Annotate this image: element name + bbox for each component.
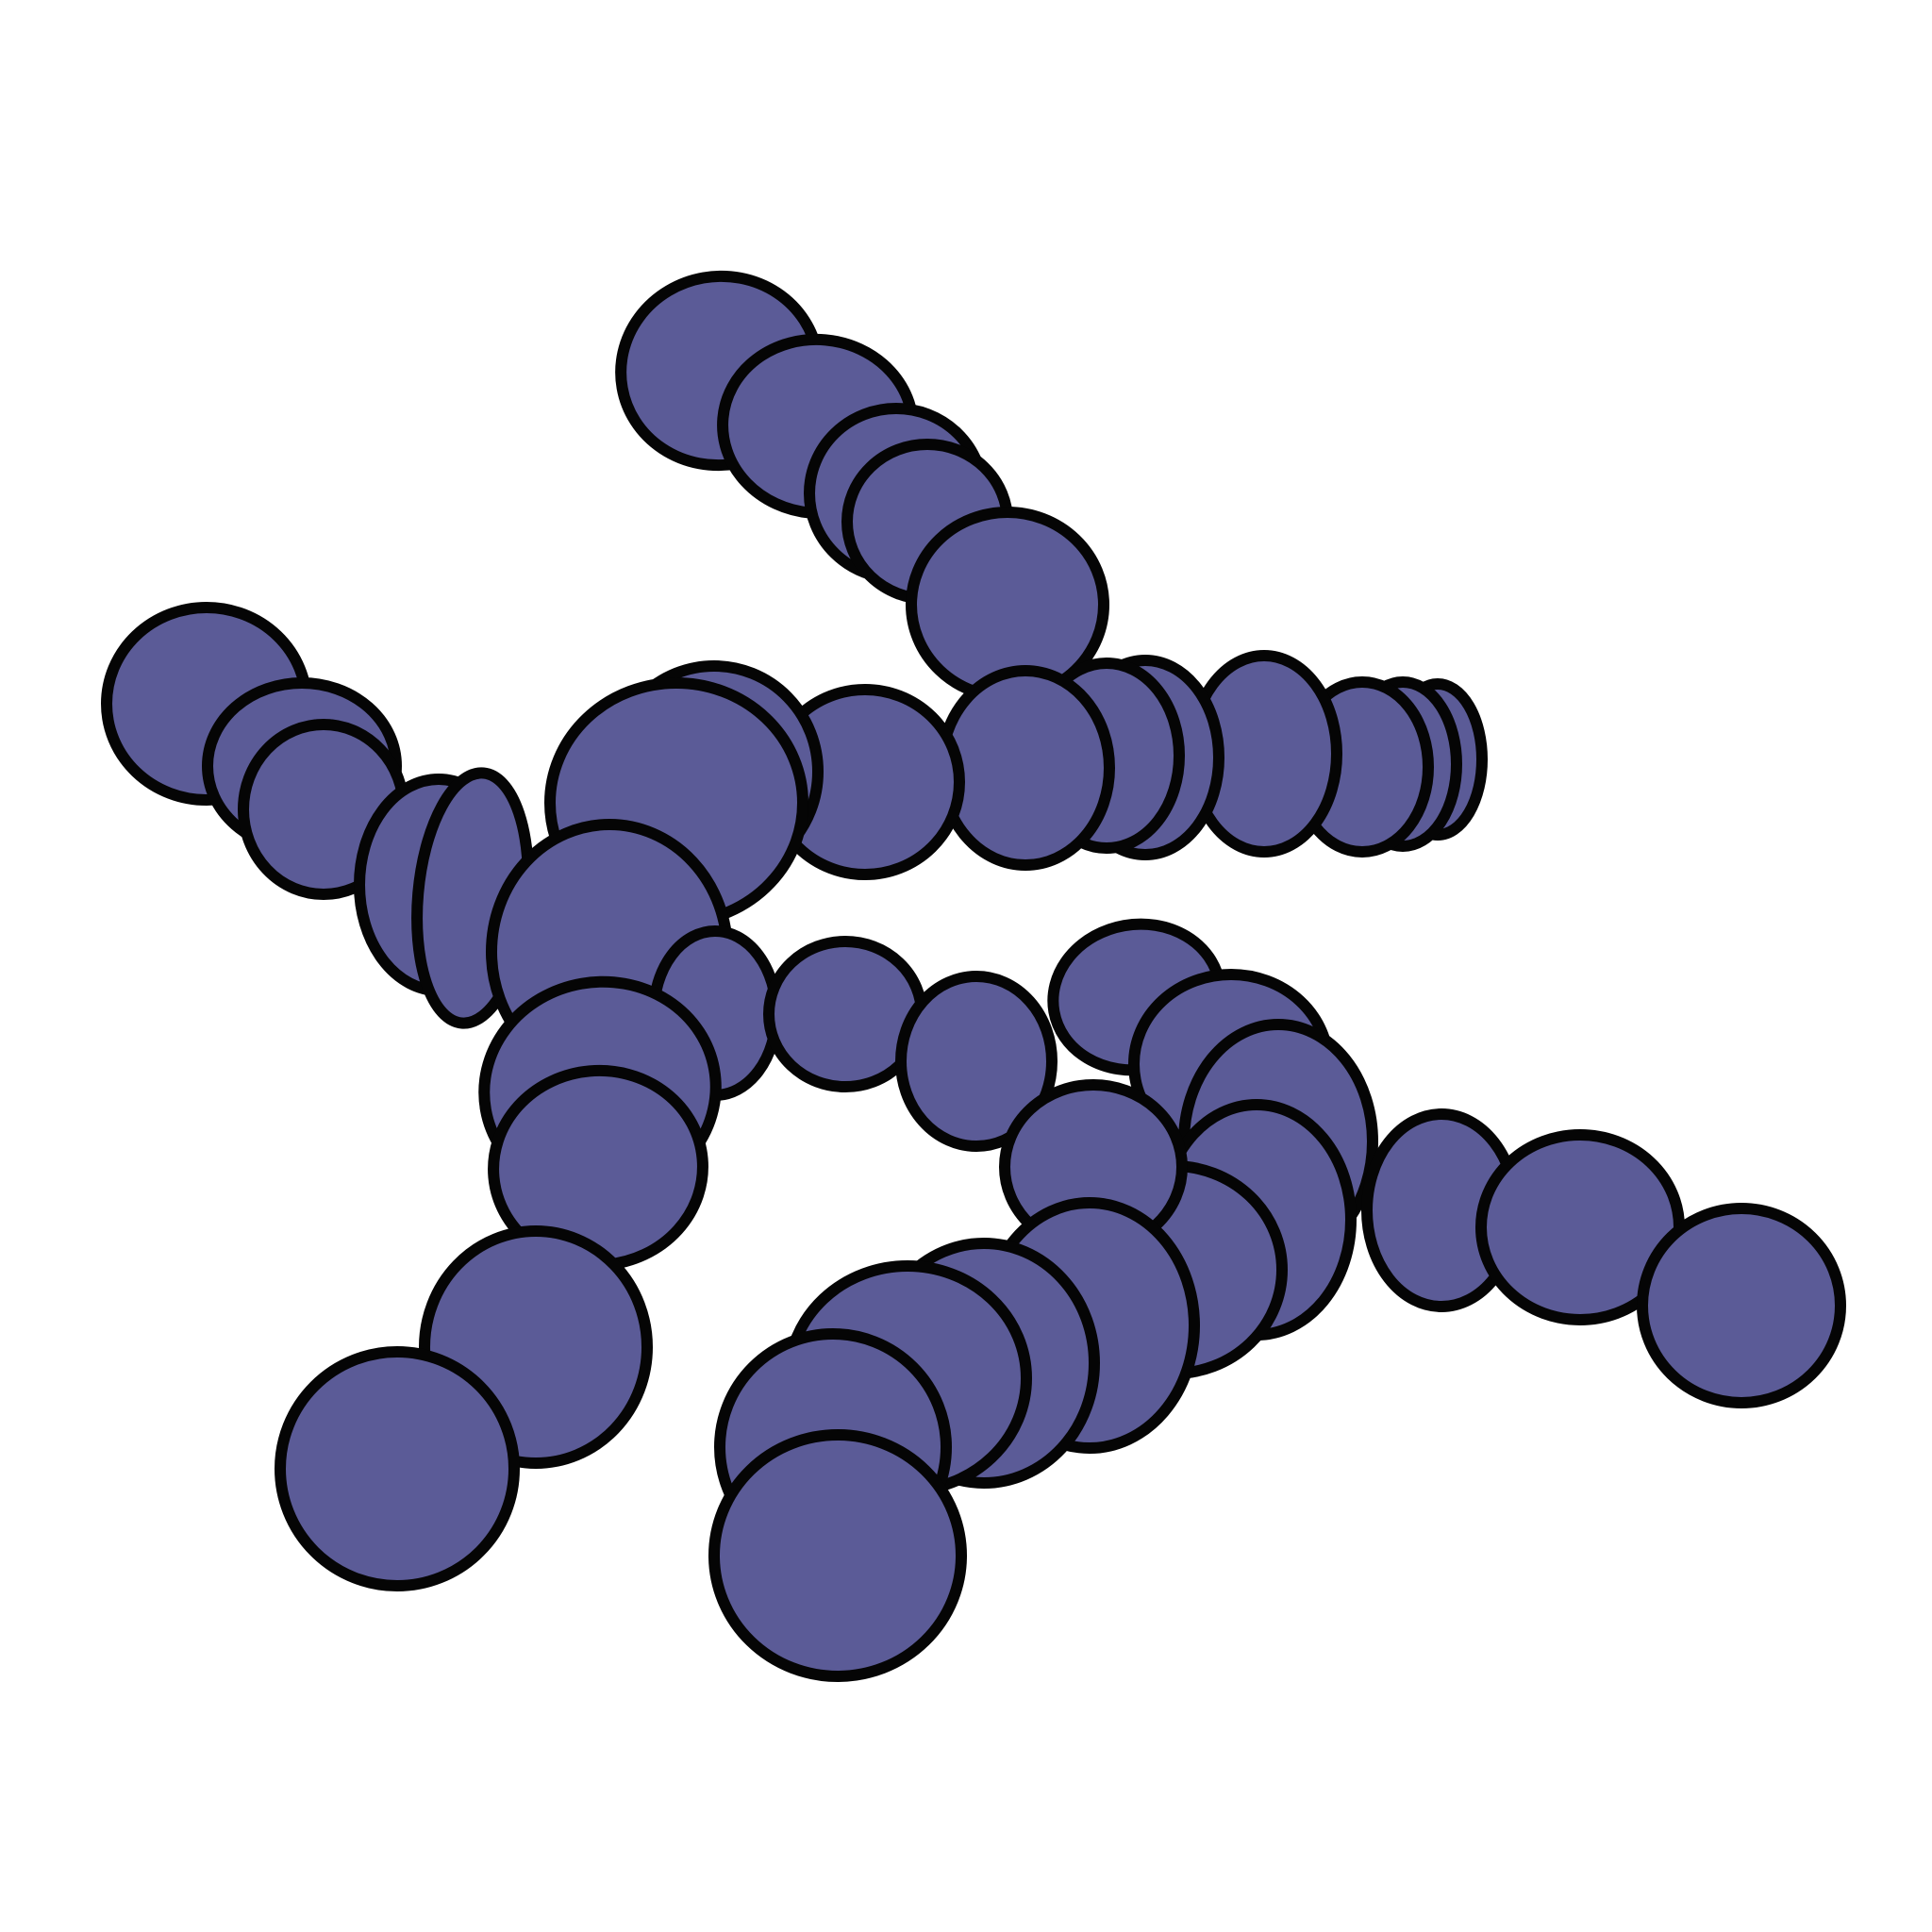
coccus-cell: [275, 1346, 520, 1591]
coccus-cell: [708, 1429, 967, 1682]
coccus-cell: [936, 665, 1115, 871]
cocci-cells: [101, 270, 1846, 1682]
coccus-cell: [895, 971, 1058, 1152]
coccus-cell: [1637, 1203, 1846, 1408]
